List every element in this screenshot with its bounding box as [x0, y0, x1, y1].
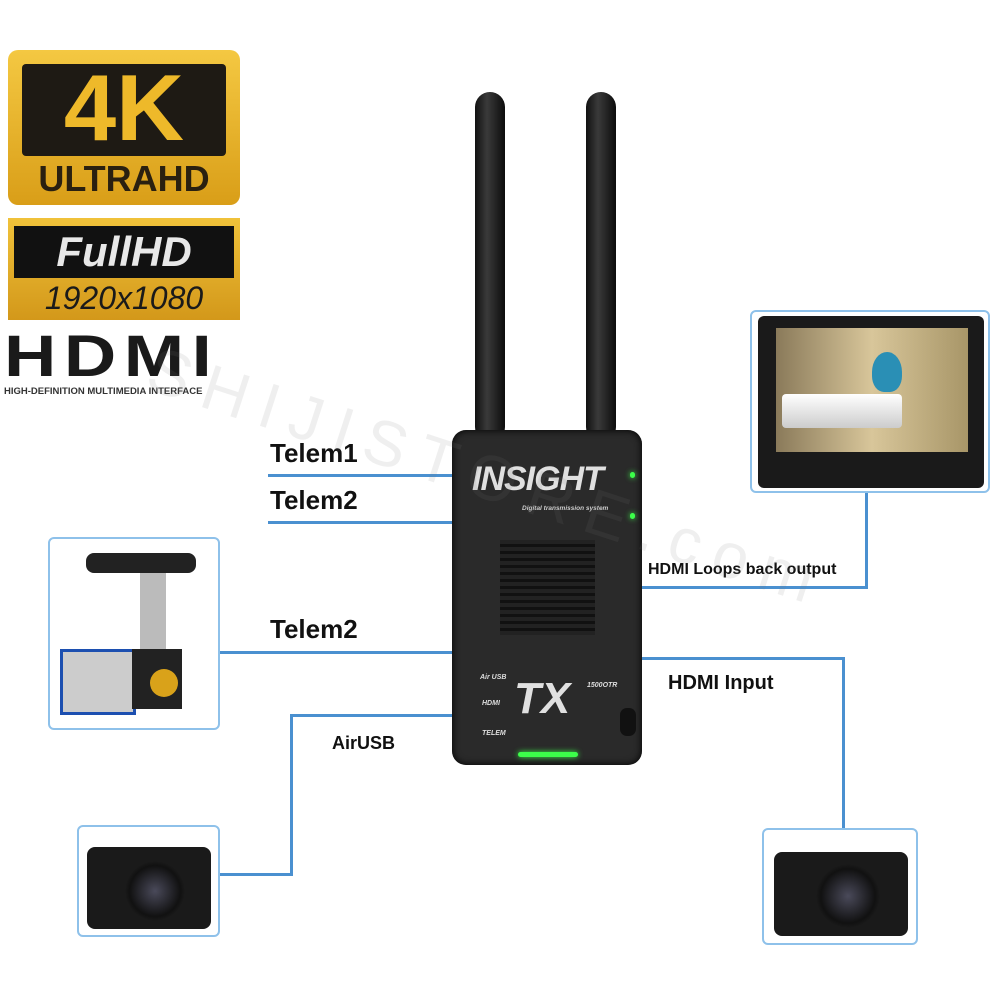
camera-left-photo — [77, 825, 220, 937]
insight-tx-device: INSIGHT Digital transmission system Air … — [452, 430, 642, 765]
vent-grille — [500, 540, 595, 635]
fullhd-badge: FullHD 1920x1080 — [8, 218, 240, 320]
telem2-bottom-label: Telem2 — [270, 614, 358, 644]
hdmi-loop-line-v — [865, 490, 868, 589]
telem1-label: Telem1 — [270, 438, 358, 468]
telem1-line — [268, 474, 455, 477]
status-led — [630, 472, 635, 478]
telem2-top-line — [268, 521, 455, 524]
hdmi-logo: HDMI HIGH-DEFINITION MULTIMEDIA INTERFAC… — [4, 324, 220, 398]
hdmi-input-line-v — [842, 657, 845, 829]
antenna-left — [475, 92, 505, 442]
airusb-line-h2 — [220, 873, 292, 876]
airusb-line-h1 — [292, 714, 455, 717]
hdmi-loop-label: HDMI Loops back output — [648, 561, 837, 578]
airusb-line-v — [290, 714, 293, 876]
hdmi-input-label: HDMI Input — [668, 672, 774, 694]
led-bar — [518, 752, 578, 757]
hdmi-input-line-h — [640, 657, 845, 660]
status-led — [630, 513, 635, 519]
telem2-top-label: Telem2 — [270, 485, 358, 515]
telem2-bottom-line — [220, 651, 455, 654]
4k-ultrahd-badge: 4K ULTRAHD — [8, 50, 240, 205]
hdmi-loop-line-h — [640, 586, 868, 589]
monitor-photo — [750, 310, 990, 493]
camera-right-photo — [762, 828, 918, 945]
power-switch[interactable] — [620, 708, 636, 736]
antenna-right — [586, 92, 616, 442]
gimbal-photo — [48, 537, 220, 730]
airusb-label: AirUSB — [332, 733, 396, 753]
